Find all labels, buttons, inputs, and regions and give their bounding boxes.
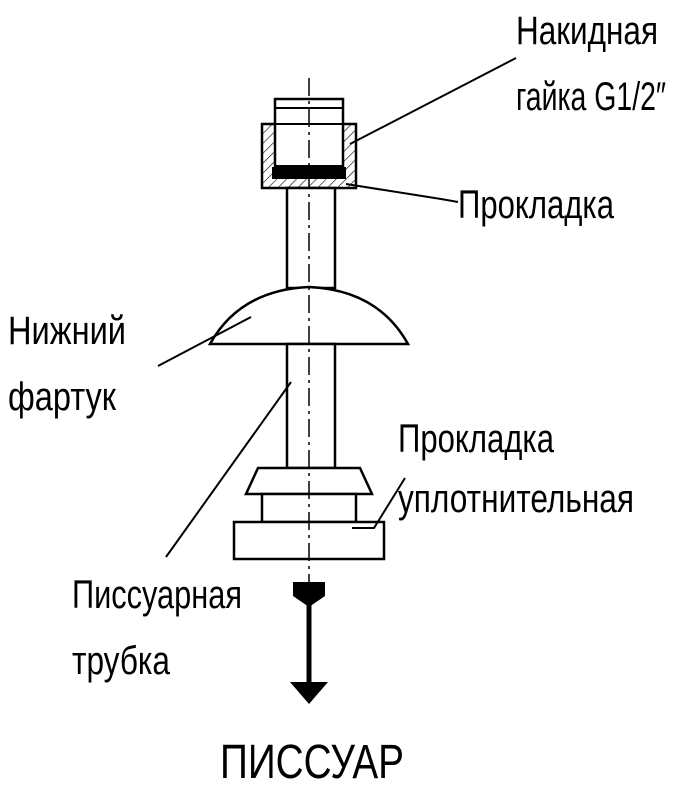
leader-tube — [165, 381, 292, 558]
flow-arrow — [290, 582, 328, 704]
label-nut-line2: гайка G1/2″ — [516, 75, 666, 119]
label-nut-line1: Накидная — [516, 9, 658, 53]
leader-nut — [349, 57, 517, 145]
label-gasket: Прокладка — [458, 183, 615, 227]
label-urinal: ПИССУАР — [220, 736, 404, 789]
label-seal-line1: Прокладка — [398, 417, 555, 461]
label-tube-line2: трубка — [72, 639, 171, 683]
label-apron-line2: фартук — [8, 375, 116, 419]
upper-tube-section — [285, 186, 337, 290]
leader-gasket — [345, 183, 459, 203]
lower-tube-section — [285, 342, 337, 470]
leader-seal — [352, 477, 406, 529]
label-tube-line1: Писсуарная — [72, 573, 242, 617]
label-seal-line2: уплотнительная — [398, 477, 634, 521]
label-apron-line1: Нижний — [8, 309, 126, 353]
leader-apron — [157, 316, 252, 367]
